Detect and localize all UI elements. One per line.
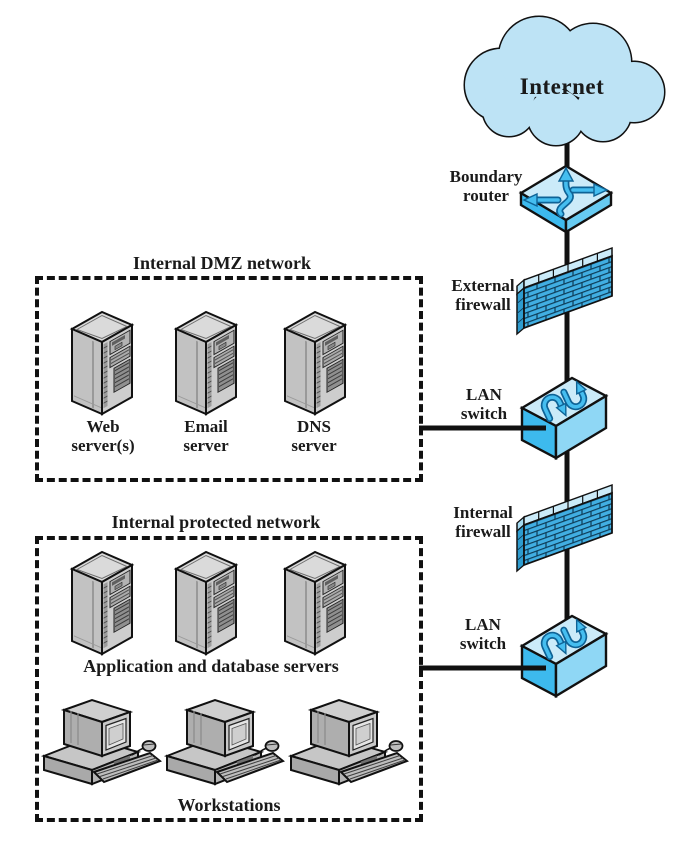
email-server-label: Email server: [183, 417, 229, 456]
lan-switch-top-label: LAN switch: [460, 385, 508, 424]
lan-switch-bottom-icon: [522, 616, 606, 696]
web-server-label: Web server(s): [71, 417, 135, 456]
internet-cloud-icon: [463, 15, 666, 147]
internal-firewall-label: Internal firewall: [453, 503, 513, 542]
boundary-router-icon: [518, 164, 614, 235]
lan-switch-top-icon: [522, 378, 606, 458]
external-firewall-label: External firewall: [451, 276, 515, 315]
dns-server-label: DNS server: [291, 417, 337, 456]
dmz-network-box: [35, 276, 423, 482]
dmz-network-title: Internal DMZ network: [133, 253, 311, 273]
app-db-servers-label: Application and database servers: [83, 656, 339, 676]
internet-label: Internet: [519, 74, 605, 99]
lan-switch-bottom-label: LAN switch: [459, 615, 507, 654]
boundary-router-label: Boundary router: [449, 167, 523, 206]
protected-network-box: [35, 536, 423, 822]
workstations-label: Workstations: [177, 795, 281, 815]
protected-network-title: Internal protected network: [111, 512, 321, 532]
